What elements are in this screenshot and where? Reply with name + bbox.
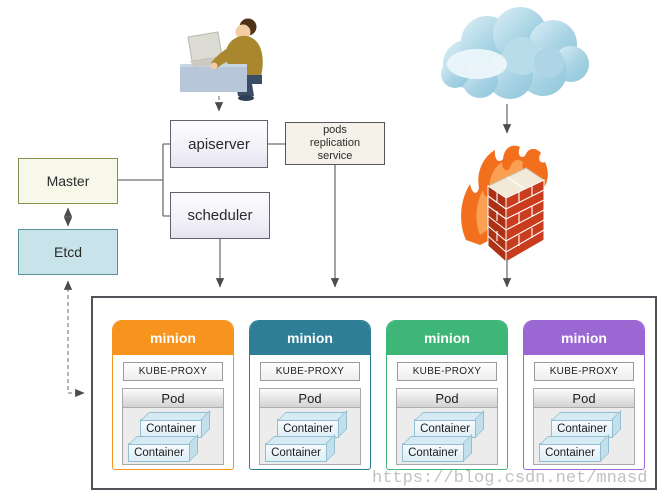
kube-proxy-label: KUBE-PROXY bbox=[275, 366, 345, 377]
apiserver-box: apiserver bbox=[170, 120, 268, 168]
kube-proxy-box: KUBE-PROXY bbox=[397, 362, 497, 381]
person-at-desk-icon bbox=[180, 18, 263, 101]
pod-label: Pod bbox=[572, 390, 596, 406]
service-line: service bbox=[317, 150, 353, 162]
apiserver-label: apiserver bbox=[188, 135, 250, 153]
container-label: Container bbox=[271, 446, 321, 459]
minion-title: minion bbox=[287, 330, 333, 346]
replication-line: replication bbox=[309, 137, 361, 149]
dashed-arrow-etcd-cluster bbox=[63, 280, 85, 398]
kube-proxy-label: KUBE-PROXY bbox=[549, 366, 619, 377]
container-label: Container bbox=[557, 422, 607, 435]
watermark-text: https://blog.csdn.net/mnasd bbox=[372, 469, 648, 488]
pod-header: Pod bbox=[397, 389, 497, 408]
container-label: Container bbox=[134, 446, 184, 459]
minion-header: minion bbox=[250, 321, 370, 355]
minion-title: minion bbox=[561, 330, 607, 346]
etcd-box: Etcd bbox=[18, 229, 118, 275]
minion-title: minion bbox=[150, 330, 196, 346]
pods-replication-service-box: pods replication service bbox=[285, 122, 385, 165]
minion-node-1: minion KUBE-PROXY Pod Container Containe… bbox=[112, 320, 234, 470]
pod-header: Pod bbox=[260, 389, 360, 408]
master-label: Master bbox=[46, 173, 90, 189]
minion-node-3: minion KUBE-PROXY Pod Container Containe… bbox=[386, 320, 508, 470]
minion-header: minion bbox=[387, 321, 507, 355]
container-label: Container bbox=[420, 422, 470, 435]
minion-title: minion bbox=[424, 330, 470, 346]
pod-label: Pod bbox=[298, 390, 322, 406]
container-box: Container bbox=[140, 419, 202, 438]
cloud-icon bbox=[441, 7, 589, 99]
minion-node-4: minion KUBE-PROXY Pod Container Containe… bbox=[523, 320, 645, 470]
container-box: Container bbox=[539, 443, 601, 462]
kube-proxy-label: KUBE-PROXY bbox=[412, 366, 482, 377]
pod-body: Container Container bbox=[260, 408, 360, 465]
pod-box: Pod Container Container bbox=[122, 388, 224, 465]
scheduler-box: scheduler bbox=[170, 192, 270, 239]
minion-header: minion bbox=[113, 321, 233, 355]
pod-label: Pod bbox=[435, 390, 459, 406]
pods-line: pods bbox=[323, 124, 347, 136]
pod-header: Pod bbox=[534, 389, 634, 408]
minion-node-2: minion KUBE-PROXY Pod Container Containe… bbox=[249, 320, 371, 470]
container-box: Container bbox=[128, 443, 190, 462]
pod-box: Pod Container Container bbox=[533, 388, 635, 465]
minion-header: minion bbox=[524, 321, 644, 355]
container-label: Container bbox=[146, 422, 196, 435]
kube-proxy-box: KUBE-PROXY bbox=[123, 362, 223, 381]
master-box: Master bbox=[18, 158, 118, 204]
cloud-shape bbox=[441, 7, 589, 99]
container-box: Container bbox=[551, 419, 613, 438]
container-box: Container bbox=[277, 419, 339, 438]
arm bbox=[210, 44, 240, 70]
brick-wall bbox=[486, 167, 546, 264]
cluster-box: minion KUBE-PROXY Pod Container Containe… bbox=[91, 296, 657, 490]
scheduler-label: scheduler bbox=[187, 207, 253, 224]
container-label: Container bbox=[545, 446, 595, 459]
pod-box: Pod Container Container bbox=[396, 388, 498, 465]
container-box: Container bbox=[402, 443, 464, 462]
container-label: Container bbox=[408, 446, 458, 459]
pod-body: Container Container bbox=[123, 408, 223, 465]
pod-header: Pod bbox=[123, 389, 223, 408]
kube-proxy-box: KUBE-PROXY bbox=[260, 362, 360, 381]
pod-label: Pod bbox=[161, 390, 185, 406]
container-box: Container bbox=[265, 443, 327, 462]
pod-body: Container Container bbox=[534, 408, 634, 465]
kube-proxy-box: KUBE-PROXY bbox=[534, 362, 634, 381]
pod-body: Container Container bbox=[397, 408, 497, 465]
kube-proxy-label: KUBE-PROXY bbox=[138, 366, 208, 377]
line-master-to-apiserver-scheduler bbox=[118, 143, 170, 217]
container-label: Container bbox=[283, 422, 333, 435]
container-box: Container bbox=[414, 419, 476, 438]
etcd-label: Etcd bbox=[53, 244, 82, 260]
firewall-icon bbox=[461, 145, 548, 264]
pod-box: Pod Container Container bbox=[259, 388, 361, 465]
